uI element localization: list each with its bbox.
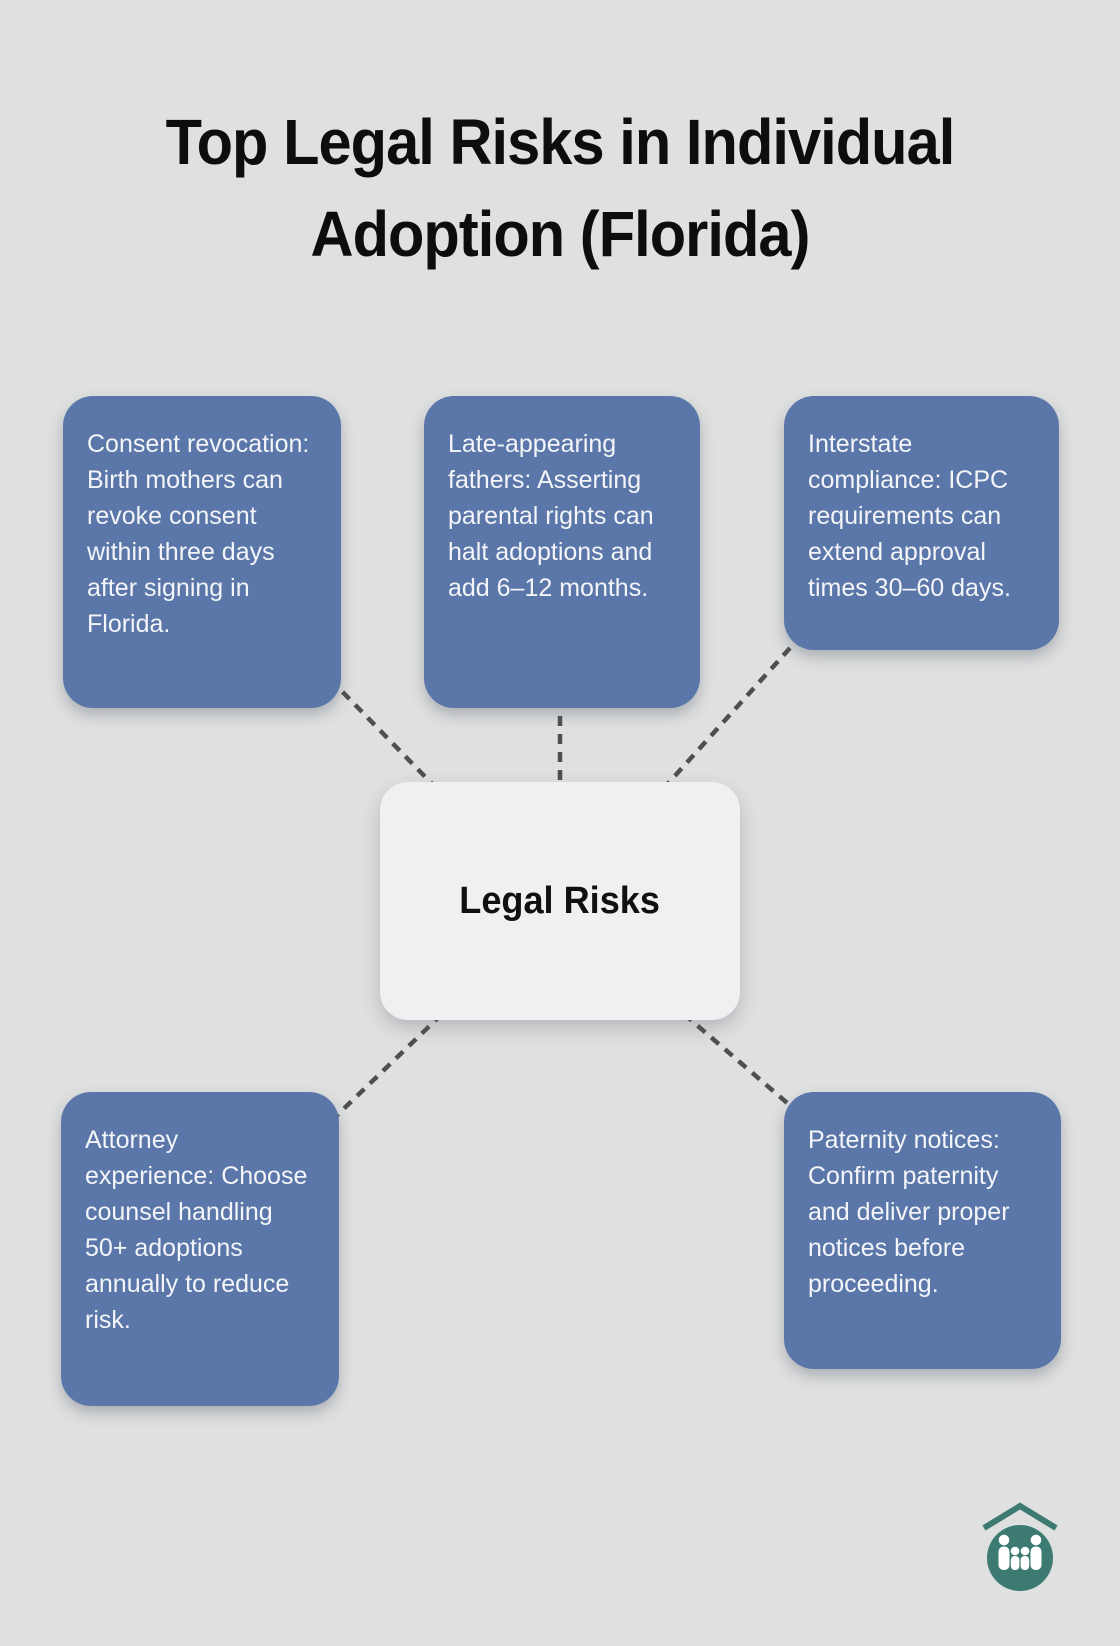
risk-node-interstate-compliance: Interstate compliance: ICPC requirements…: [784, 396, 1059, 650]
risk-node-text: Paternity notices: Confirm paternity and…: [808, 1126, 1010, 1298]
family-home-logo-icon: [982, 1502, 1058, 1591]
connector-consent-to-center: [328, 677, 440, 792]
page-title-line-2: Adoption (Florida): [310, 198, 811, 270]
logo-roof: [982, 1502, 1058, 1531]
connector-center-to-paternity: [682, 1012, 802, 1116]
central-topic-node: Legal Risks: [380, 782, 740, 1020]
page-title: Top Legal Risks in Individual Adoption (…: [39, 96, 1081, 280]
risk-node-text: Attorney experience: Choose counsel hand…: [85, 1126, 308, 1334]
central-topic-label: Legal Risks: [459, 879, 661, 922]
risk-node-consent-revocation: Consent revocation: Birth mothers can re…: [63, 396, 341, 708]
risk-node-paternity-notices: Paternity notices: Confirm paternity and…: [784, 1092, 1061, 1369]
risk-node-text: Late-appearing fathers: Asserting parent…: [448, 430, 654, 602]
risk-node-attorney-experience: Attorney experience: Choose counsel hand…: [61, 1092, 339, 1406]
connector-interstate-to-center: [662, 646, 792, 790]
risk-node-late-appearing-fathers: Late-appearing fathers: Asserting parent…: [424, 396, 700, 708]
logo-circle: [987, 1525, 1053, 1591]
page-title-line-1: Top Legal Risks in Individual: [165, 106, 956, 178]
risk-node-text: Interstate compliance: ICPC requirements…: [808, 430, 1011, 602]
risk-node-text: Consent revocation: Birth mothers can re…: [87, 430, 310, 638]
logo-family-figures: [998, 1534, 1042, 1570]
connector-center-to-attorney: [328, 1012, 444, 1124]
